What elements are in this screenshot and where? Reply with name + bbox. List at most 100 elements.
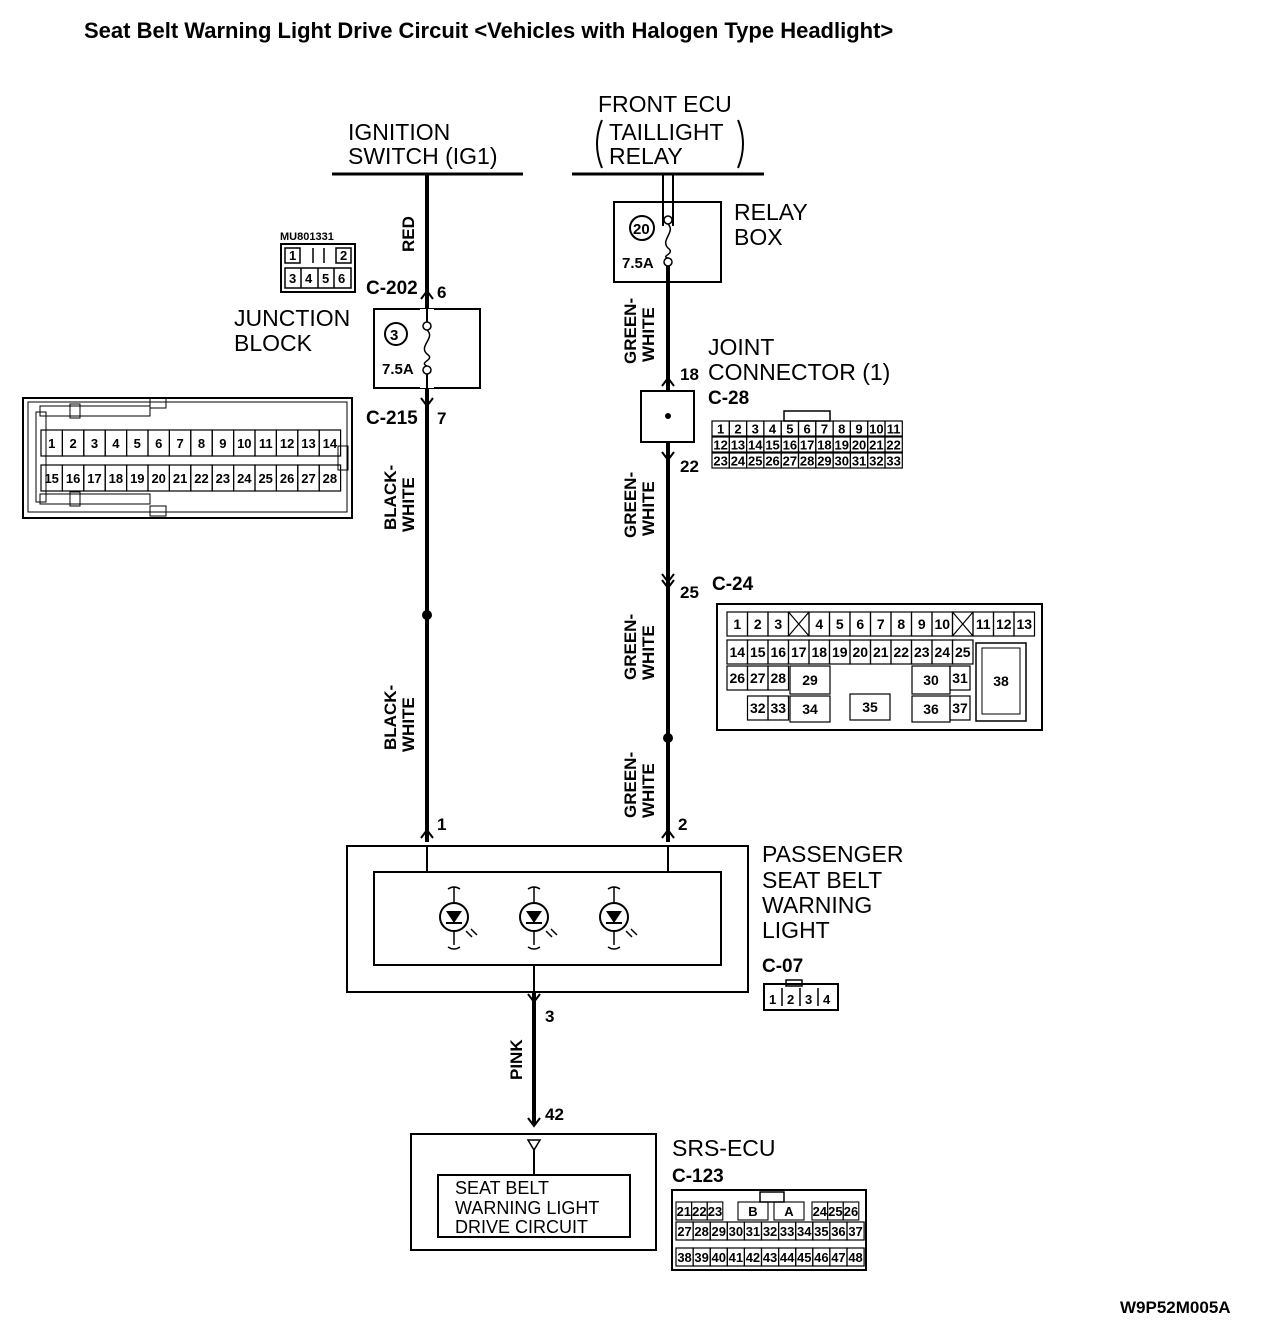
c123-pin: 36 (831, 1224, 845, 1239)
c123-pin: 42 (746, 1250, 760, 1265)
wire-color-green-white-b2: WHITE (639, 481, 658, 536)
wire-color-black-white-a2: WHITE (399, 477, 418, 532)
c28-pin: 2 (734, 422, 741, 437)
c123-pin: 27 (677, 1224, 691, 1239)
wire-color-black-white-a1: BLACK- (381, 465, 400, 530)
front-ecu-label-3: RELAY (609, 143, 683, 169)
ignition-label-1: IGNITION (348, 119, 450, 145)
joint-connector-label-1: JOINT (708, 334, 774, 360)
c28-pin: 19 (835, 438, 849, 453)
c215-pin: 24 (237, 471, 252, 486)
paren-right-icon (737, 119, 744, 169)
c123-pin: 45 (797, 1250, 811, 1265)
relay-fuse-rating: 7.5A (622, 255, 654, 272)
c24-pin: 21 (873, 644, 889, 660)
c28-cell (884, 436, 903, 453)
c215-pin: 7 (176, 436, 183, 451)
c28-pin: 29 (817, 454, 831, 469)
c123-pin: 44 (780, 1250, 795, 1265)
srs-input-triangle-icon (526, 1139, 542, 1152)
c215-pin: 26 (280, 471, 294, 486)
c123-pin: 48 (848, 1250, 862, 1265)
c28-pin: 23 (713, 454, 727, 469)
c24-pin: 3 (774, 616, 782, 632)
c123-cell (846, 1221, 865, 1241)
terminal-c24-icon-b (661, 579, 675, 590)
relay-box-label-1: RELAY (734, 199, 808, 225)
c123-pin: 43 (763, 1250, 777, 1265)
mu-pin: 6 (338, 271, 345, 286)
c28-cell (884, 420, 903, 437)
c07-connector-face: 1 2 3 4 (763, 979, 839, 1011)
c123-cell (737, 1201, 769, 1221)
fuse-number-circle (384, 322, 408, 346)
c24-pin: 23 (914, 644, 930, 660)
c123-pin: 31 (746, 1224, 760, 1239)
c215-pin: 5 (134, 436, 141, 451)
c215-pin: 6 (155, 436, 162, 451)
srs-drive-circuit-box (437, 1174, 631, 1238)
joint-connector-dot (665, 413, 671, 419)
c24-cell (789, 665, 831, 695)
c24-cell (767, 695, 790, 721)
c215-pin: 16 (66, 471, 80, 486)
wire-color-green-white-b1: GREEN- (621, 472, 640, 538)
mu-pin: 3 (289, 271, 296, 286)
pin-light-right: 2 (678, 815, 687, 834)
mu-pin: 1 (289, 248, 296, 263)
c28-pin: 26 (765, 454, 779, 469)
c28-pin: 28 (800, 454, 814, 469)
c24-pin: 10 (934, 616, 950, 632)
c123-pin: 35 (814, 1224, 828, 1239)
c24-cell (951, 639, 974, 665)
c24-pin: 8 (897, 616, 905, 632)
c24-pin: 9 (918, 616, 926, 632)
c123-pin: 30 (729, 1224, 743, 1239)
c24-pin: 38 (993, 673, 1009, 689)
c24-blank-cross (952, 611, 974, 637)
joint-connector-label-2: CONNECTOR (1) (708, 359, 890, 385)
wire-color-green-white-c2: WHITE (639, 625, 658, 680)
terminal-c24-icon-a (661, 573, 675, 584)
junction-block-label-1: JUNCTION (234, 305, 350, 331)
c24-blank-cross (788, 611, 810, 637)
c24-pin: 19 (832, 644, 848, 660)
c24-pin: 36 (923, 701, 939, 717)
c24-pin: 15 (750, 644, 766, 660)
c28-pin: 11 (887, 422, 901, 437)
c123-pin: 21 (677, 1204, 691, 1219)
paren-left-icon (596, 119, 603, 169)
c24-pin: 27 (750, 670, 766, 686)
c215-pin: 12 (280, 436, 294, 451)
c123-pin: A (784, 1204, 794, 1219)
c28-pin: 25 (748, 454, 762, 469)
c28-pin: 5 (786, 422, 793, 437)
c28-pin: 12 (713, 438, 727, 453)
pin-light-out: 3 (545, 1007, 554, 1026)
c123-pin: 32 (763, 1224, 777, 1239)
c28-cell (884, 452, 903, 469)
c28-pin: 31 (852, 454, 866, 469)
c24-pin: 24 (934, 644, 950, 660)
srs-ecu-label: SRS-ECU (672, 1135, 776, 1161)
c24-cell (789, 695, 831, 723)
c24-pin: 30 (923, 672, 939, 688)
junction-fuse-number: 3 (390, 327, 398, 344)
terminal-srs-in-icon (527, 1117, 541, 1128)
c24-pin: 1 (733, 616, 741, 632)
c24-pin: 6 (856, 616, 864, 632)
c28-pin: 33 (886, 454, 900, 469)
c07-pin: 2 (787, 992, 794, 1007)
c28-pin: 7 (821, 422, 828, 437)
c123-pin: 29 (712, 1224, 726, 1239)
c28-pin: 24 (731, 454, 746, 469)
c24-pin: 32 (750, 700, 766, 716)
mu-pin: 4 (305, 271, 313, 286)
c24-cell-large (975, 642, 1027, 722)
c28-pin: 30 (835, 454, 849, 469)
srs-circuit-label-2: WARNING LIGHT (455, 1198, 599, 1218)
pin-c215: 7 (437, 409, 446, 428)
led-lamp-icon (519, 886, 558, 950)
c28-pin: 8 (838, 422, 845, 437)
